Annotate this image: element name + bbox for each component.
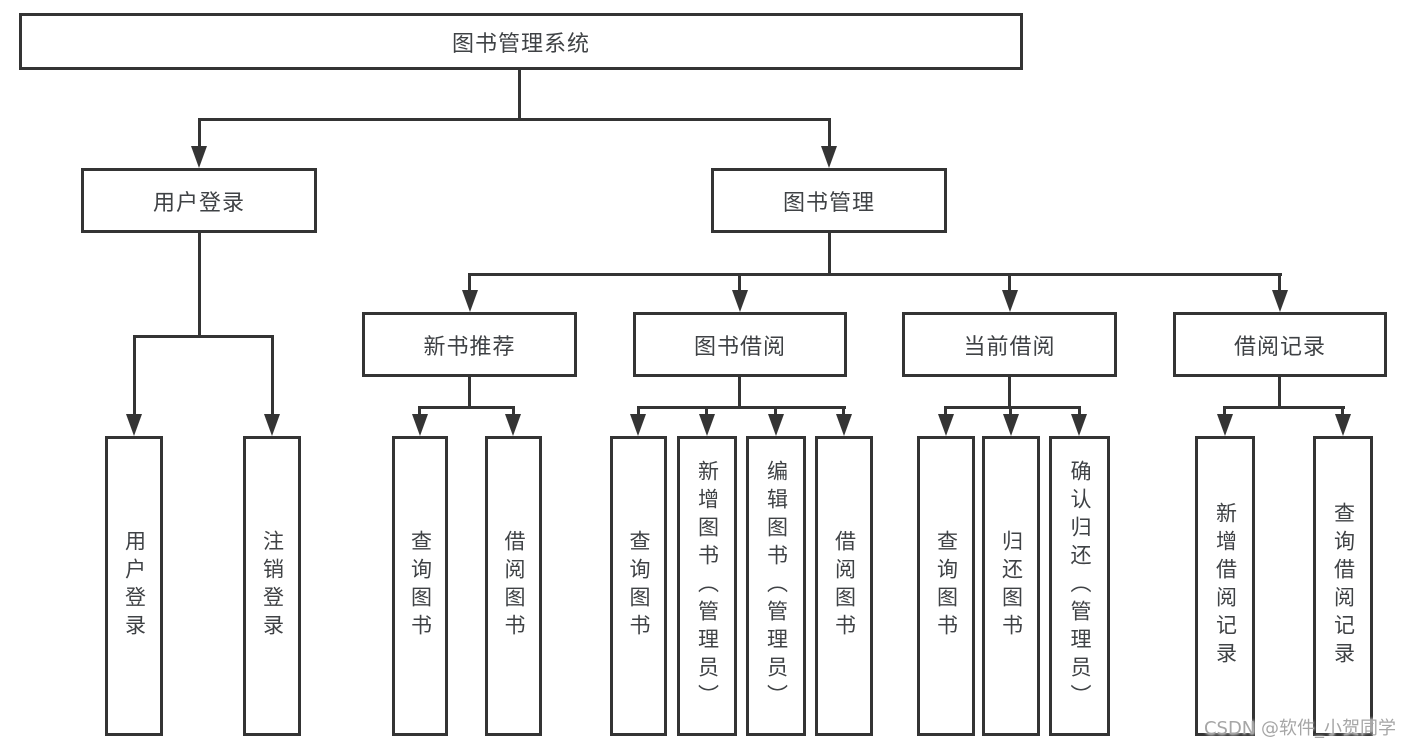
node-library-system: 图书管理系统 [19, 13, 1023, 70]
leaf-borrow-books-recommend-label: 借阅图书 [502, 530, 526, 642]
arrow-down-icon [462, 290, 478, 312]
leaf-logout-label: 注销登录 [260, 530, 285, 642]
leaf-add-borrow-record-label: 新增借阅记录 [1213, 502, 1238, 670]
arrow-down-icon [938, 414, 954, 436]
leaf-add-borrow-record: 新增借阅记录 [1195, 436, 1255, 736]
arrow-down-icon [1217, 414, 1233, 436]
arrow-down-icon [505, 414, 521, 436]
leaf-borrow-books-recommend: 借阅图书 [485, 436, 542, 736]
leaf-query-books-borrow: 查询图书 [610, 436, 667, 736]
connector-line [944, 406, 1081, 409]
connector-line [468, 273, 1282, 276]
connector-line [271, 335, 274, 414]
connector-line [1341, 406, 1344, 414]
arrow-down-icon [264, 414, 280, 436]
leaf-query-books-borrow-label: 查询图书 [627, 530, 651, 642]
arrow-down-icon [1002, 290, 1018, 312]
arrow-down-icon [821, 146, 837, 168]
leaf-borrow-books-label: 借阅图书 [832, 530, 857, 642]
arrow-down-icon [412, 414, 428, 436]
arrow-down-icon [191, 146, 207, 168]
node-library-system-label: 图书管理系统 [451, 31, 590, 57]
connector-line [518, 70, 521, 118]
node-new-book-recommend: 新书推荐 [362, 312, 577, 377]
connector-line [828, 233, 831, 273]
connector-line [418, 406, 421, 414]
node-book-management-label: 图书管理 [782, 190, 875, 216]
leaf-query-books-current-label: 查询图书 [934, 530, 959, 642]
arrow-down-icon [1003, 414, 1019, 436]
arrow-down-icon [836, 414, 852, 436]
connector-line [1223, 406, 1345, 409]
connector-line [198, 118, 831, 121]
connector-line [133, 335, 136, 414]
node-borrow-records: 借阅记录 [1173, 312, 1387, 377]
leaf-edit-books-admin: 编辑图书（管理员） [746, 436, 806, 736]
leaf-user-login: 用户登录 [105, 436, 163, 736]
leaf-return-books: 归还图书 [982, 436, 1040, 736]
arrow-down-icon [732, 290, 748, 312]
arrow-down-icon [699, 414, 715, 436]
connector-line [738, 273, 741, 290]
leaf-logout: 注销登录 [243, 436, 301, 736]
arrow-down-icon [630, 414, 646, 436]
leaf-add-books-admin: 新增图书（管理员） [677, 436, 737, 736]
connector-line [944, 406, 947, 414]
arrow-down-icon [126, 414, 142, 436]
leaf-query-borrow-record: 查询借阅记录 [1313, 436, 1373, 736]
node-borrow-records-label: 借阅记录 [1233, 334, 1326, 360]
node-user-login-label: 用户登录 [152, 190, 245, 216]
connector-line [637, 406, 846, 409]
connector-line [828, 118, 831, 146]
connector-line [198, 118, 201, 146]
connector-line [1009, 406, 1012, 414]
leaf-query-books-current: 查询图书 [917, 436, 975, 736]
node-book-management: 图书管理 [711, 168, 947, 233]
arrow-down-icon [1272, 290, 1288, 312]
connector-line [418, 406, 515, 409]
connector-line [738, 377, 741, 406]
watermark-text: CSDN @软件_小贺同学 [1203, 718, 1396, 739]
leaf-query-borrow-record-label: 查询借阅记录 [1331, 502, 1356, 670]
arrow-down-icon [1335, 414, 1351, 436]
connector-line [133, 335, 274, 338]
connector-line [637, 406, 640, 414]
arrow-down-icon [768, 414, 784, 436]
leaf-return-books-label: 归还图书 [999, 530, 1024, 642]
connector-line [1008, 377, 1011, 406]
connector-line [1278, 377, 1281, 406]
connector-line [705, 406, 708, 414]
connector-line [198, 233, 201, 335]
node-current-borrow: 当前借阅 [902, 312, 1117, 377]
leaf-user-login-label: 用户登录 [122, 530, 147, 642]
connector-line [774, 406, 777, 414]
leaf-confirm-return-admin-label: 确认归还（管理员） [1068, 460, 1092, 712]
node-book-borrow-label: 图书借阅 [693, 334, 786, 360]
connector-line [468, 377, 471, 406]
connector-line [1078, 406, 1081, 414]
node-new-book-recommend-label: 新书推荐 [423, 334, 516, 360]
connector-line [512, 406, 515, 414]
leaf-add-books-admin-label: 新增图书（管理员） [695, 460, 720, 712]
leaf-borrow-books: 借阅图书 [815, 436, 873, 736]
node-current-borrow-label: 当前借阅 [963, 334, 1056, 360]
leaf-edit-books-admin-label: 编辑图书（管理员） [764, 460, 789, 712]
connector-line [1223, 406, 1226, 414]
leaf-confirm-return-admin: 确认归还（管理员） [1049, 436, 1110, 736]
node-book-borrow: 图书借阅 [633, 312, 847, 377]
connector-line [842, 406, 845, 414]
leaf-query-books-recommend-label: 查询图书 [408, 530, 433, 642]
leaf-query-books-recommend: 查询图书 [392, 436, 448, 736]
connector-line [1278, 273, 1281, 290]
node-user-login: 用户登录 [81, 168, 317, 233]
arrow-down-icon [1071, 414, 1087, 436]
connector-line [468, 273, 471, 290]
connector-line [1008, 273, 1011, 290]
